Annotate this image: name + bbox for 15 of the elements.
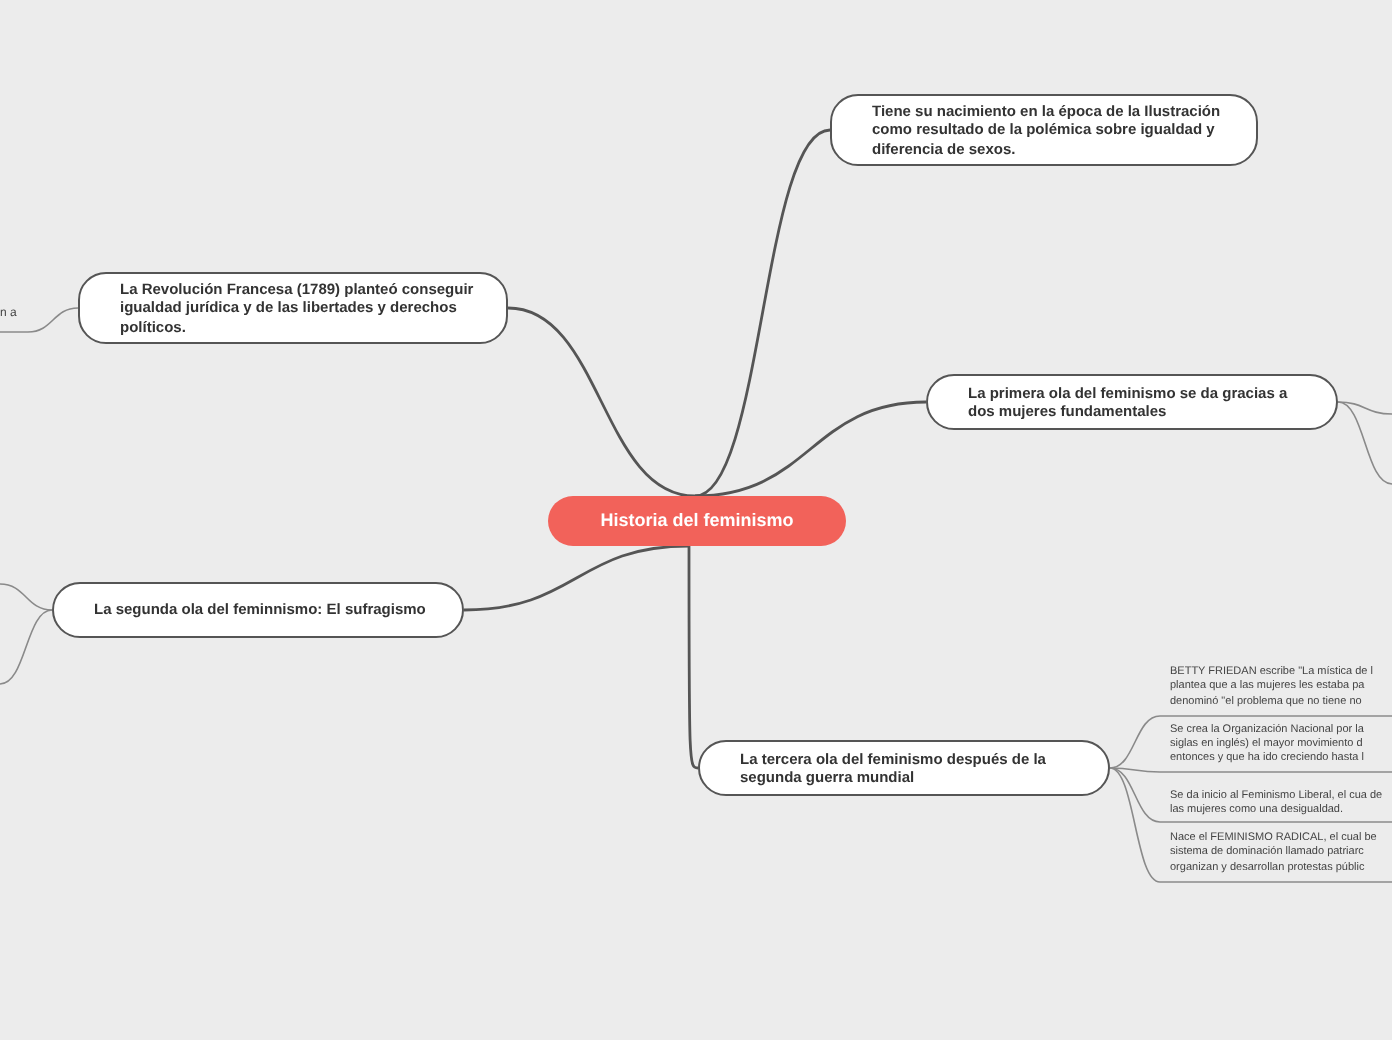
connector-line	[0, 307, 79, 333]
connector-line	[0, 583, 53, 611]
connector-line	[694, 128, 831, 498]
central-topic: Historia del feminismo	[548, 496, 846, 546]
connector-line	[463, 544, 690, 612]
connector-line	[1109, 767, 1392, 883]
connector-line	[507, 306, 696, 498]
connector-line	[1109, 767, 1392, 773]
connector-line	[1337, 401, 1392, 415]
connector-line	[687, 546, 699, 770]
connector-line	[0, 609, 53, 685]
connector-line	[694, 400, 927, 498]
connector-line	[1109, 767, 1392, 823]
connector-line	[1337, 401, 1392, 485]
connector-line	[1109, 715, 1392, 769]
